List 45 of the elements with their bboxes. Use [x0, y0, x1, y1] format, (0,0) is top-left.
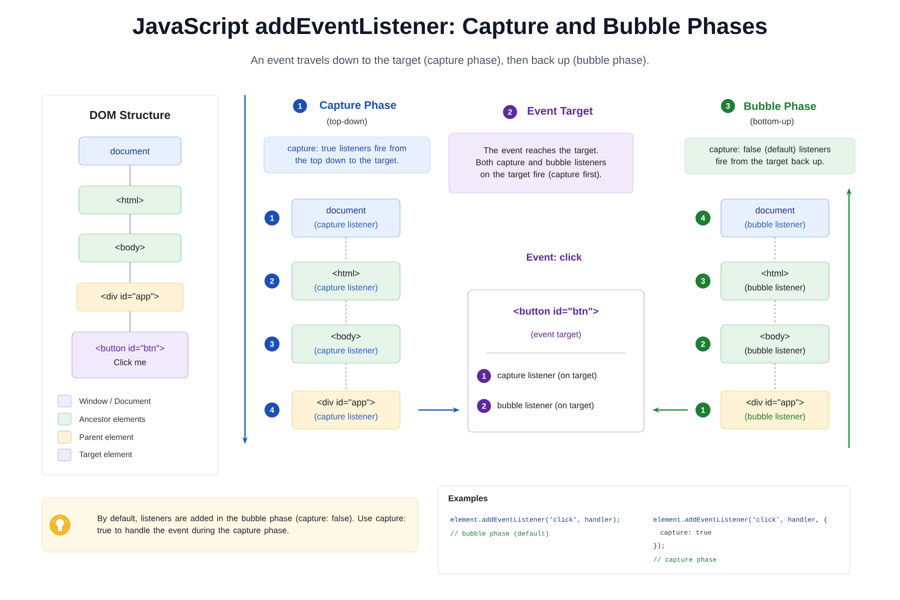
legend-label: Window / Document — [79, 398, 151, 404]
element-box: <button id="btn"> Click me — [72, 332, 188, 378]
subtitle: An event travels down to the target (capture phase), then back up (bubble phase). — [250, 56, 648, 66]
phase-subtitle: (bottom-up) — [750, 118, 794, 126]
info-box: capture: true listeners fire from the top down to the target. — [264, 136, 430, 174]
element-box: <html> — [78, 186, 182, 214]
number-badge: 1 — [293, 99, 307, 113]
info-box: The event reaches the target. Both capture and bubble listeners on the target fire (capture first). — [448, 132, 634, 194]
number-badge: 1 — [264, 210, 280, 226]
element-box: <body> — [78, 234, 182, 262]
connector-line — [774, 362, 776, 392]
element-box: <html> (capture listener) — [292, 262, 400, 300]
number-badge: 4 — [264, 402, 280, 418]
legend-label: Parent element — [80, 434, 134, 440]
connector-line — [774, 300, 776, 326]
number-badge: 2 — [477, 399, 491, 413]
tip-box: By default, listeners are added in the bubble phase (capture: false). Use capture: true to handle the event during the capture phase. — [42, 498, 418, 552]
element-box: <div id="app"> (bubble listener) — [720, 390, 830, 430]
event-label: Event: click — [526, 253, 582, 261]
element-box: <div id="app"> — [76, 282, 184, 312]
number-badge: 1 — [477, 369, 491, 383]
legend-label: Target element — [79, 451, 132, 459]
number-badge: 3 — [721, 99, 735, 113]
element-box: <body> (capture listener) — [292, 324, 400, 364]
element-box: <body> (bubble listener) — [720, 324, 830, 364]
phase-heading: Bubble Phase — [744, 102, 816, 110]
title: JavaScript addEventListener: Capture and Bubble Phases — [132, 17, 767, 39]
number-badge: 2 — [696, 336, 710, 352]
info-box: capture: false (default) listeners fire from the target back up. — [684, 138, 856, 174]
phase-subtitle: (top-down) — [327, 118, 367, 126]
number-badge: 1 — [696, 402, 710, 418]
number-badge: 3 — [696, 274, 710, 288]
phase-heading: Event Target — [528, 107, 593, 117]
element-box: <html> (bubble listener) — [720, 262, 830, 300]
phase-heading: Capture Phase — [320, 100, 396, 112]
element-box: document (capture listener) — [292, 198, 400, 238]
legend-label: Ancestor elements — [79, 416, 146, 422]
number-badge: 4 — [696, 210, 710, 226]
number-badge: 2 — [503, 105, 517, 119]
number-badge: 2 — [264, 274, 280, 288]
connector-line — [774, 236, 776, 262]
element-box: document (bubble listener) — [720, 198, 830, 238]
element-box: <div id="app"> (capture listener) — [292, 390, 400, 430]
element-box: document — [78, 136, 182, 166]
number-badge: 3 — [264, 336, 280, 352]
